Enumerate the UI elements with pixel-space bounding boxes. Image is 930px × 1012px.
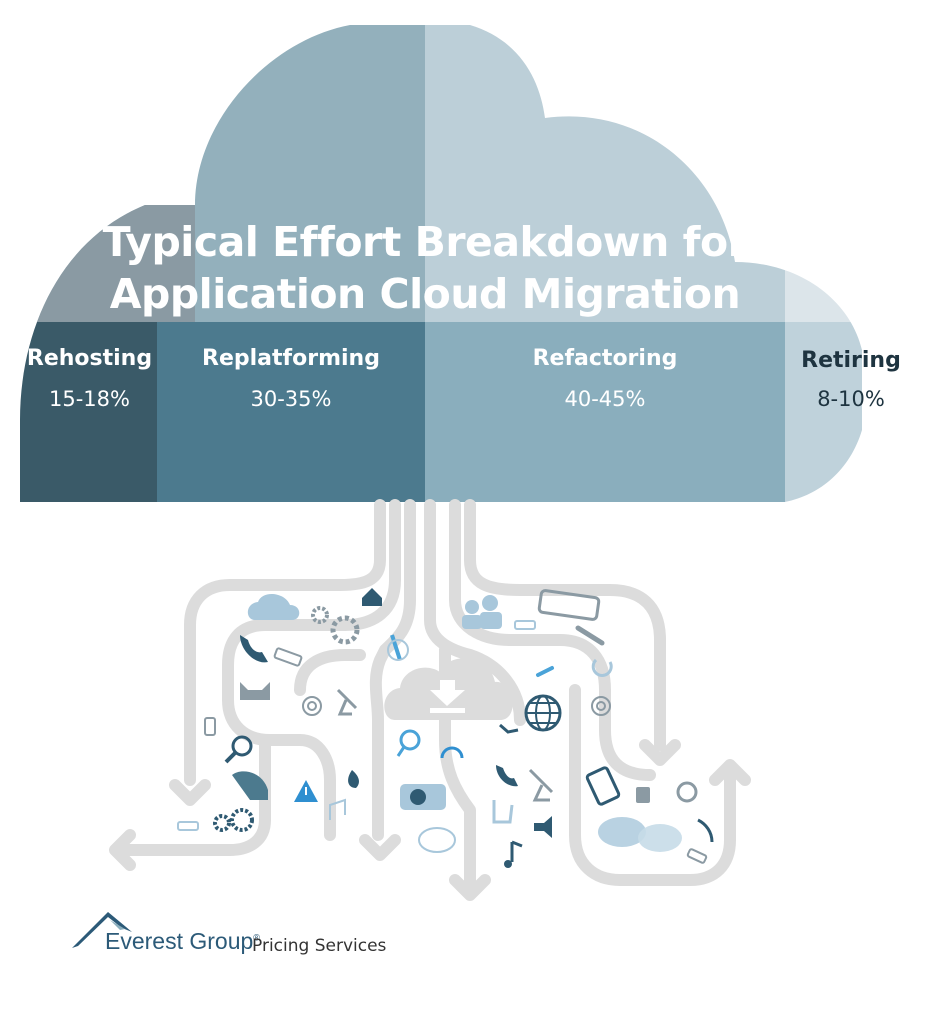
gear-icon (330, 615, 360, 645)
mobile-icon (204, 717, 216, 736)
brand-name: Everest Group® (105, 928, 260, 955)
satellite-icon (336, 688, 358, 716)
warning-icon (294, 780, 318, 802)
registered-mark: ® (253, 932, 260, 943)
brand-text: Everest Group (105, 928, 254, 954)
segment-name-replatforming: Replatforming (202, 346, 380, 371)
hand-icon (232, 771, 268, 800)
wrench-small-icon (536, 666, 554, 677)
usb-left-icon (177, 821, 199, 831)
usb-right-icon (686, 848, 708, 864)
chat-bubble-icon (418, 827, 456, 853)
search-icon (224, 735, 253, 764)
search-blue-icon (396, 729, 421, 757)
footer-brand: Everest Group® Pricing Services (72, 908, 432, 968)
megaphone-cloud-icon (247, 594, 300, 620)
signal-icon (697, 818, 714, 843)
segment-range-retiring: 8-10% (817, 387, 885, 411)
search-gray-icon (676, 781, 698, 803)
home-icon (362, 588, 382, 606)
segment-range-replatforming: 30-35% (250, 387, 332, 411)
cellphone-icon (585, 766, 621, 806)
title-line-1: Typical Effort Breakdown for (102, 218, 748, 266)
keyboard-icon (537, 589, 601, 621)
music-notes-icon (329, 798, 346, 820)
battery-icon (636, 787, 650, 803)
cloud-download-icon (384, 658, 513, 720)
chat-bubbles-icon (598, 817, 682, 852)
robot-icon (499, 723, 519, 734)
camera-icon (400, 784, 446, 810)
satellite-right-icon (528, 768, 554, 802)
segment-name-rehosting: Rehosting (26, 346, 153, 371)
headset-icon (440, 746, 464, 759)
segment-range-rehosting: 15-18% (49, 387, 130, 411)
fire-icon (348, 770, 359, 788)
users-icon (462, 595, 502, 629)
hand-blue-icon (492, 800, 514, 824)
brand-subtitle: Pricing Services (252, 936, 387, 956)
refresh-icon (591, 658, 613, 678)
usb-icon (273, 647, 303, 667)
gears-icon (213, 808, 254, 832)
arrow-heads (109, 739, 751, 901)
segment-name-refactoring: Refactoring (532, 346, 678, 371)
fingerprint-icon (302, 696, 322, 716)
phone-icon (240, 635, 268, 663)
everest-mountain-logo (72, 912, 132, 948)
usb-blue-icon (514, 620, 536, 630)
speaker-icon (534, 816, 552, 838)
gear-small-icon (311, 606, 329, 624)
fingerprint-right-icon (591, 696, 611, 716)
globe-icon (524, 694, 562, 732)
wrench-icon (575, 625, 605, 646)
title-line-2: Application Cloud Migration (109, 270, 741, 318)
pipes (119, 499, 736, 891)
segment-name-retiring: Retiring (801, 348, 901, 373)
cat-icon (240, 682, 270, 700)
phone-right-icon (496, 765, 518, 787)
music-note-icon (504, 840, 523, 868)
segment-range-refactoring: 40-45% (564, 387, 646, 411)
pen-icon (387, 634, 409, 661)
